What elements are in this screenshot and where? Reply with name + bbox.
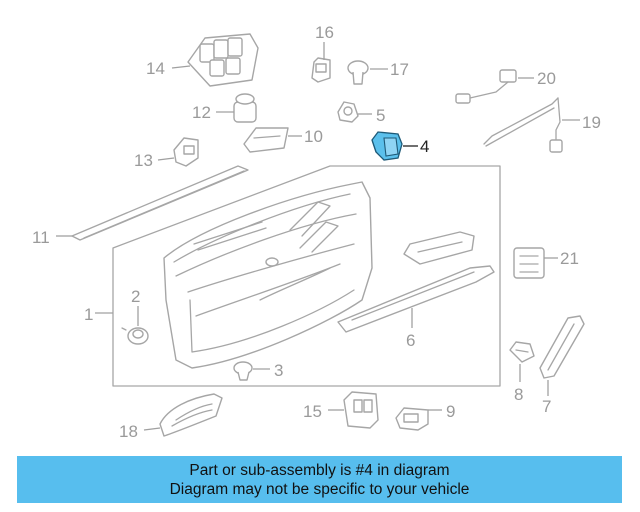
part-3-fastener[interactable] [233, 361, 253, 381]
info-banner: Part or sub-assembly is #4 in diagram Di… [17, 456, 622, 503]
part-8-bracket[interactable] [509, 341, 535, 363]
part-7-long-trim[interactable] [539, 315, 585, 379]
part-6-trim-strip[interactable] [337, 231, 495, 333]
part-16-clip[interactable] [311, 57, 331, 83]
callout-6[interactable]: 6 [406, 331, 415, 350]
callout-10[interactable]: 10 [304, 127, 323, 146]
part-13-switch[interactable] [173, 137, 199, 167]
callout-14[interactable]: 14 [146, 59, 165, 78]
part-11-weatherstrip[interactable] [71, 165, 249, 241]
part-19-cable[interactable] [483, 97, 563, 153]
callout-13[interactable]: 13 [134, 151, 153, 170]
callout-19[interactable]: 19 [582, 113, 601, 132]
callout-16[interactable]: 16 [315, 23, 334, 42]
part-4-highlighted[interactable] [371, 131, 403, 161]
part-18-door-handle[interactable] [159, 393, 223, 437]
callout-18[interactable]: 18 [119, 422, 138, 441]
callout-11[interactable]: 11 [32, 228, 50, 247]
callout-17[interactable]: 17 [390, 60, 409, 79]
callout-21[interactable]: 21 [560, 249, 579, 268]
part-12-mirror-switch[interactable] [233, 93, 257, 123]
callout-15[interactable]: 15 [303, 402, 322, 421]
part-14-window-switch[interactable] [187, 33, 259, 87]
part-9-switch[interactable] [395, 407, 429, 431]
parts-diagram: 14 16 17 20 19 12 5 [32, 23, 601, 441]
part-21-switch-module[interactable] [513, 247, 545, 279]
callout-3[interactable]: 3 [274, 361, 283, 380]
banner-line-1: Part or sub-assembly is #4 in diagram [189, 462, 450, 479]
leader-14 [171, 65, 191, 69]
part-20-connector[interactable] [455, 69, 517, 104]
callout-4[interactable]: 4 [420, 137, 429, 156]
part-15-switch-block[interactable] [343, 391, 379, 429]
callout-20[interactable]: 20 [537, 69, 556, 88]
callout-5[interactable]: 5 [376, 106, 385, 125]
callout-9[interactable]: 9 [446, 402, 455, 421]
callout-7[interactable]: 7 [542, 397, 551, 416]
part-17-push-clip[interactable] [347, 60, 369, 85]
callout-1[interactable]: 1 [84, 305, 93, 324]
part-5-clip[interactable] [337, 101, 359, 123]
callout-8[interactable]: 8 [514, 385, 523, 404]
leader-13 [157, 157, 175, 161]
part-2-button[interactable] [121, 327, 149, 345]
part-10-switch-trim[interactable] [243, 127, 289, 153]
callout-12[interactable]: 12 [192, 103, 211, 122]
leader-18 [143, 427, 161, 431]
callout-2[interactable]: 2 [131, 287, 140, 306]
part-1-door-panel[interactable] [112, 165, 501, 387]
banner-line-2: Diagram may not be specific to your vehi… [169, 481, 470, 498]
